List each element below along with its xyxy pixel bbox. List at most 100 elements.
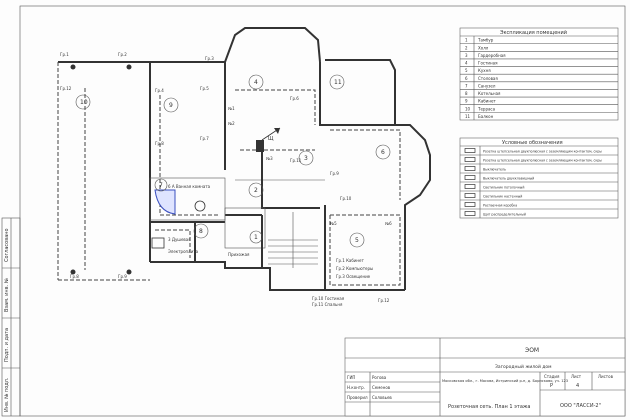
label-gr9: Гр.9	[330, 171, 339, 176]
label-gr3: Гр.3	[205, 56, 214, 61]
explication-row-num: 8	[465, 91, 468, 96]
label-shower: 3 Душевая	[168, 237, 191, 242]
label-kitchen: Электроплита	[168, 249, 199, 254]
room-4: 4	[254, 79, 258, 86]
legend-symbol-icon	[464, 211, 476, 216]
label-n1: №1	[228, 106, 235, 111]
room-11: 11	[334, 79, 342, 86]
role-2: Н.контр.	[347, 385, 365, 390]
bathroom-fixtures	[151, 189, 206, 249]
legend-row-text: Выключатель двухклавишный	[483, 177, 534, 181]
legend-symbol-icon	[464, 202, 476, 207]
explication-row-num: 2	[465, 45, 468, 50]
left-stamp: Согласовано Взам. инв. № Подп. и дата Ин…	[1, 217, 21, 417]
name-1: Рогова	[372, 375, 387, 380]
explication-row-name: Кабинет	[478, 99, 496, 104]
sheet-frame	[19, 5, 626, 417]
label-n2: №2	[228, 121, 235, 126]
project-address: Московская обл., г. Москва, Истринский р…	[442, 379, 568, 383]
label-gr8: Гр.8	[155, 141, 164, 146]
building-walls	[149, 27, 431, 291]
room-9: 9	[169, 102, 173, 109]
label-n3: №3	[266, 156, 273, 161]
legend-symbol-icon	[464, 193, 476, 198]
explication-row-num: 6	[465, 76, 468, 81]
explication-row-num: 7	[465, 83, 468, 88]
legend-row-text: Светильник потолочный	[483, 186, 524, 190]
role-3: Проверил	[347, 395, 368, 400]
stage-value: Р	[550, 383, 553, 389]
stairs	[268, 212, 318, 268]
label-board: Щ	[268, 136, 274, 142]
stamp-agreed: Согласовано	[4, 228, 10, 262]
explication-row-name: Гостиная	[478, 61, 498, 66]
name-2: Семенов	[372, 385, 391, 390]
title-block: ЭОМ Загородный жилой дом Московская обл.…	[344, 337, 626, 417]
legend-row-text: Светильник настенный	[483, 195, 522, 199]
stage-label: Стадия	[544, 374, 560, 379]
label-gr2: Гр.2	[118, 52, 127, 57]
explication-row-name: Холл	[478, 45, 489, 50]
explication-table: Экспликация помещений 1 Тамбур 2 Холл 3 Гарде…	[459, 27, 619, 121]
label-bl2: Гр.9	[118, 274, 127, 279]
room-10: 10	[80, 99, 88, 106]
explication-row-name: Котельная	[478, 91, 501, 96]
legend-row-text: Выключатель	[483, 168, 506, 172]
group-labels: Гр.1 Гр.2 Гр.3 Гр.4 Гр.5 Гр.6 Гр.7 Гр.8 …	[60, 52, 392, 307]
legend-row-text: Розетка штепсельная двухполюсная с зазем…	[483, 150, 602, 154]
explication-row-num: 3	[465, 53, 468, 58]
legend-title: Условные обозначения	[502, 140, 563, 146]
explication-row-name: Тамбур	[477, 38, 494, 43]
label-office-2: Гр.2 Компьютеры	[336, 266, 373, 271]
legend-symbol-icon	[464, 157, 476, 162]
room-7: 7	[159, 182, 163, 189]
explication-row-num: 4	[465, 61, 468, 66]
explication-row-num: 5	[465, 68, 468, 73]
label-hall: Прихожая	[228, 252, 250, 257]
legend-symbol-icon	[464, 148, 476, 153]
room-5: 5	[355, 237, 359, 244]
project-title: Загородный жилой дом	[495, 363, 552, 370]
label-n5: №5	[330, 221, 337, 226]
room-markers: 10 9 4 11 6 3 2 5 8 7 1	[75, 74, 391, 248]
legend-symbol-icon	[464, 166, 476, 171]
sheet-title: Розеточная сеть. План 1 этажа	[448, 404, 530, 410]
label-bm2: Гр.11 Спальня	[312, 302, 343, 307]
name-3: Соловьев	[372, 395, 392, 400]
label-bl1: Гр.8	[70, 274, 79, 279]
room-6: 6	[381, 149, 385, 156]
explication-row-name: Кухня	[478, 68, 491, 73]
sheets-label: Листов	[598, 374, 614, 379]
room-1: 1	[254, 234, 258, 241]
doc-code: ЭОМ	[525, 347, 539, 354]
label-bath: 6 A Ванная комната	[168, 184, 211, 189]
stamp-replace: Взам. инв. №	[4, 277, 10, 312]
role-1: ГИП	[347, 375, 355, 380]
terrace-area	[57, 61, 150, 281]
explication-row-num: 11	[465, 114, 471, 119]
label-br: Гр.12	[378, 298, 390, 303]
label-gr6: Гр.6	[290, 96, 299, 101]
label-gr11: Гр.11	[290, 158, 302, 163]
explication-row-num: 10	[465, 106, 471, 111]
explication-row-name: Санузел	[478, 83, 496, 88]
legend-row-text: Щит распределительный	[483, 213, 526, 217]
stamp-inv-no: Инв. № подл.	[4, 377, 10, 412]
explication-row-num: 1	[465, 38, 468, 43]
sheet-value: 4	[576, 383, 579, 389]
label-gr4: Гр.4	[155, 88, 164, 93]
label-bm1: Гр.10 Гостиная	[312, 296, 345, 301]
legend-symbol-icon	[464, 184, 476, 189]
company-name: ООО "ЛАССИ-2"	[560, 403, 601, 409]
stamp-sign-date: Подп. и дата	[4, 328, 10, 362]
explication-title: Экспликация помещений	[500, 29, 567, 36]
legend-row-text: Розетка штепсельная двухполюсная с зазем…	[483, 159, 602, 163]
label-gr1: Гр.1	[60, 52, 69, 57]
room-3: 3	[304, 155, 308, 162]
legend-table: Условные обозначения Розетка штепсельная…	[459, 137, 619, 219]
label-gr7: Гр.7	[200, 136, 209, 141]
label-gr10: Гр.10	[340, 196, 352, 201]
explication-row-name: Гардеробная	[478, 53, 506, 58]
legend-row-text: Распаечная коробка	[483, 204, 517, 208]
